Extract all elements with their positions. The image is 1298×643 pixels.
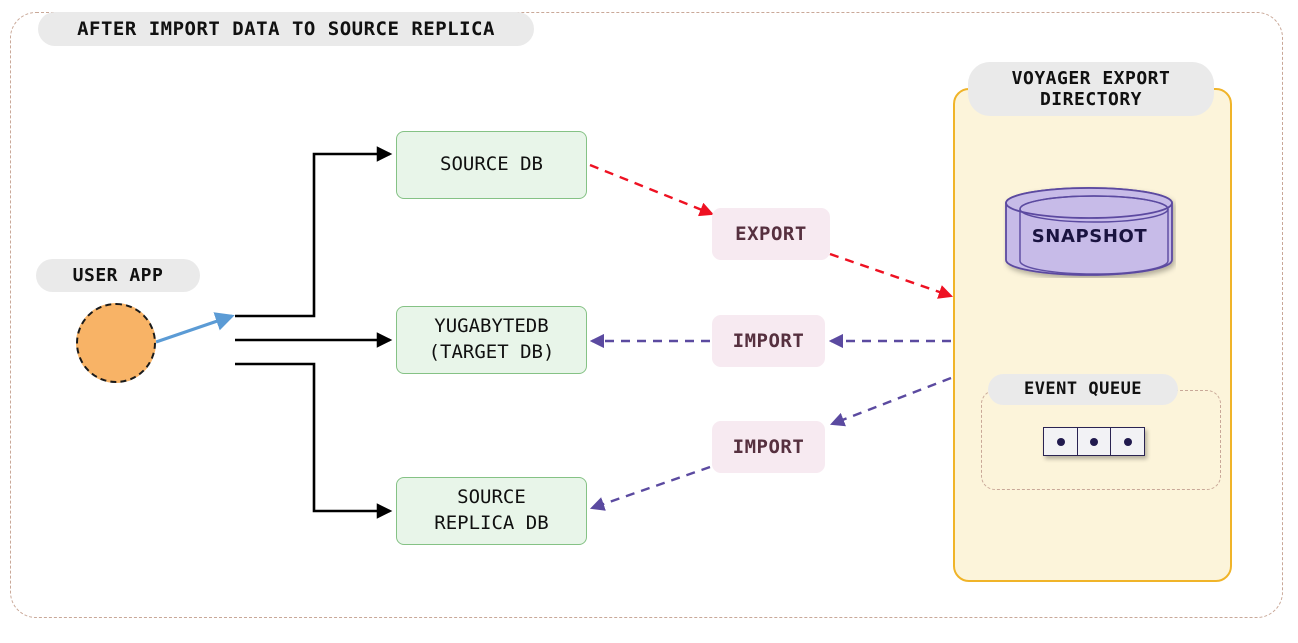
snapshot-cylinder-shape bbox=[1005, 187, 1173, 276]
snapshot-cylinder: SNAPSHOT bbox=[1003, 185, 1176, 278]
export-operation-label: EXPORT bbox=[712, 208, 830, 260]
outer-boundary bbox=[10, 12, 1283, 618]
diagram-title: AFTER IMPORT DATA TO SOURCE REPLICA bbox=[38, 12, 534, 46]
event-queue-cell bbox=[1110, 427, 1145, 456]
import-replica-operation-label: IMPORT bbox=[712, 421, 825, 473]
snapshot-label: SNAPSHOT bbox=[1031, 226, 1148, 247]
event-queue-title: EVENT QUEUE bbox=[988, 374, 1178, 405]
voyager-export-directory-title: VOYAGER EXPORT DIRECTORY bbox=[968, 62, 1214, 116]
event-dot-icon bbox=[1123, 437, 1132, 446]
event-dot-icon bbox=[1090, 437, 1098, 446]
source-db-node: SOURCE DB bbox=[396, 131, 587, 199]
voyager-export-directory bbox=[953, 88, 1232, 582]
event-queue-cell bbox=[1043, 427, 1078, 456]
source-replica-db-node: SOURCE REPLICA DB bbox=[396, 477, 587, 545]
voyager-title-line-2: DIRECTORY bbox=[1039, 89, 1143, 110]
voyager-title-line-1: VOYAGER EXPORT bbox=[1011, 67, 1171, 89]
user-app-label: USER APP bbox=[36, 259, 200, 292]
event-queue-cells bbox=[1043, 427, 1145, 456]
import-target-operation-label: IMPORT bbox=[712, 315, 825, 367]
user-app-node bbox=[76, 303, 156, 383]
event-dot-icon bbox=[1056, 437, 1065, 446]
target-db-node: YUGABYTEDB (TARGET DB) bbox=[396, 306, 587, 374]
event-queue-cell bbox=[1076, 427, 1112, 456]
